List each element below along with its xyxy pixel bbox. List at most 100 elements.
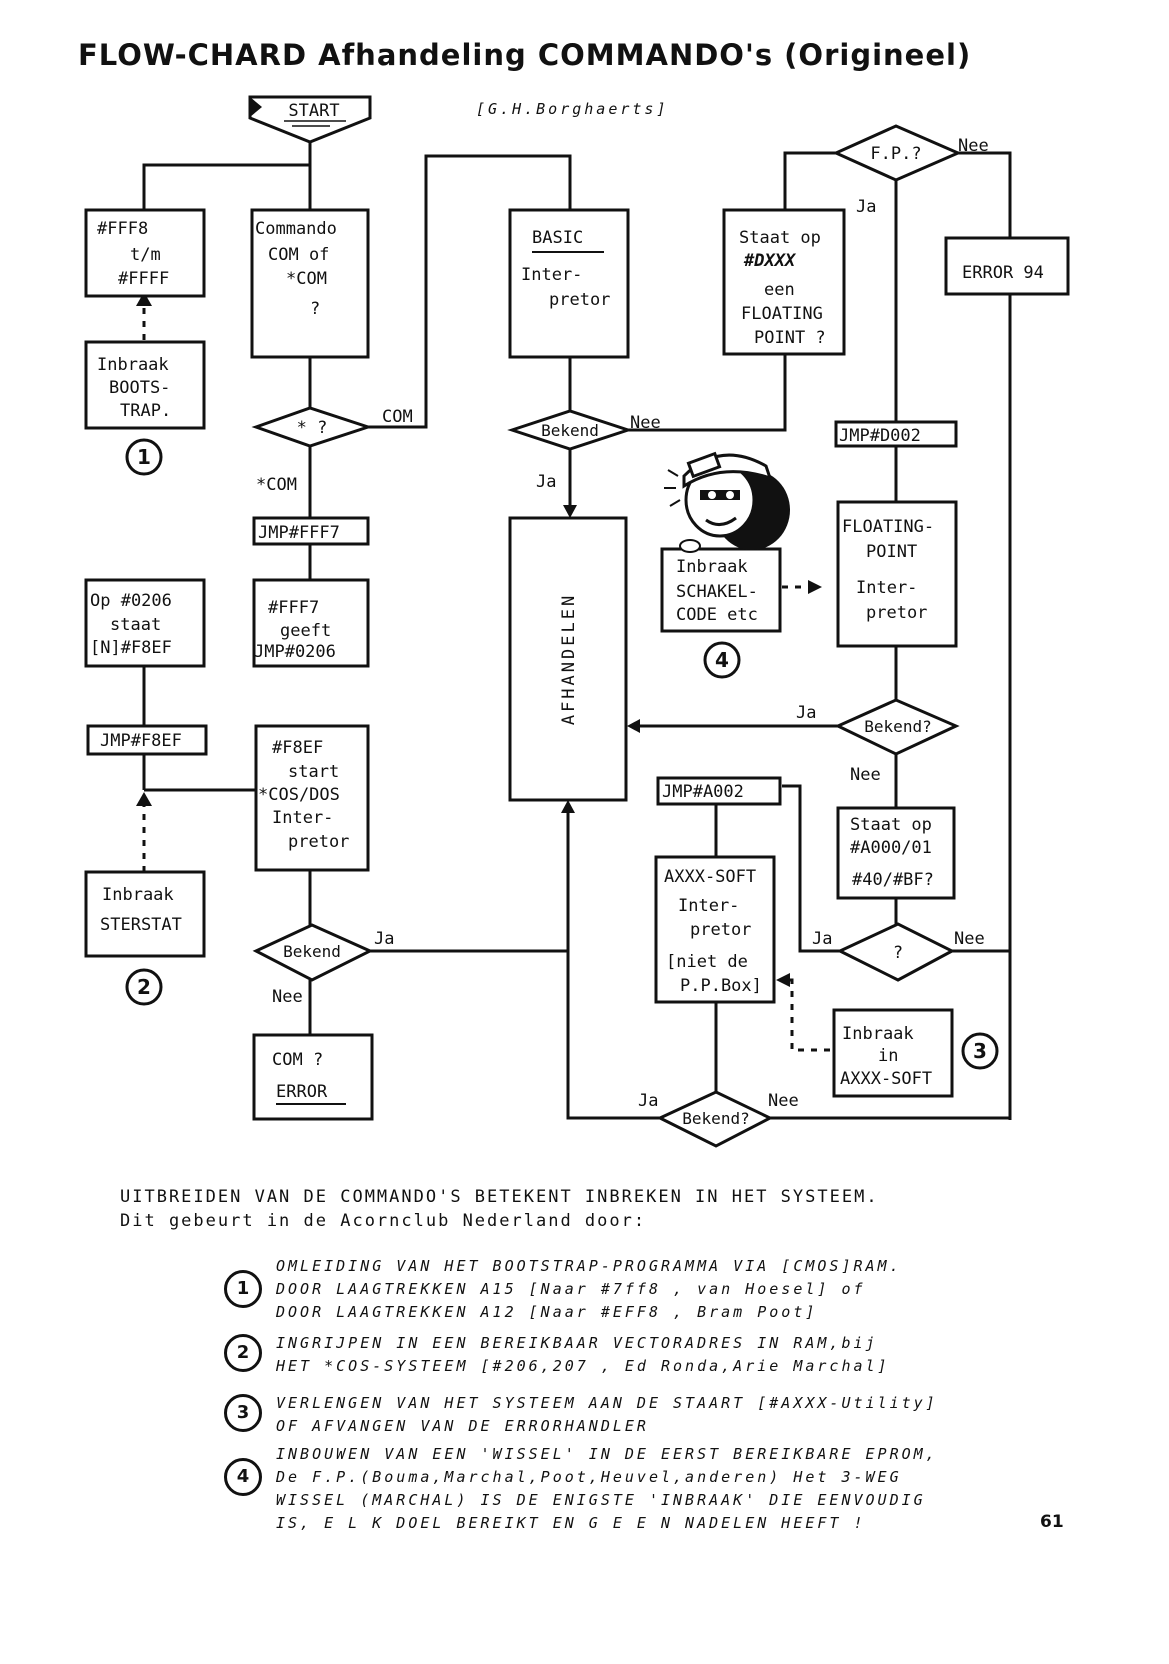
svg-text:Inbraak: Inbraak: [842, 1024, 914, 1044]
box-fff7: #FFF7 geeft JMP#0206: [252, 578, 370, 668]
svg-text:Nee: Nee: [272, 987, 303, 1007]
box-floating-point-interpretor: FLOATING- POINT Inter- pretor: [836, 500, 958, 648]
svg-text:#A000/01: #A000/01: [850, 838, 932, 858]
svg-text:SCHAKEL-: SCHAKEL-: [676, 582, 758, 602]
page-number: 61: [1040, 1512, 1064, 1532]
decision-question: ?: [836, 922, 956, 982]
note-marker-1: 1: [224, 1270, 262, 1308]
svg-text:COM of: COM of: [268, 245, 329, 265]
svg-text:1: 1: [137, 445, 151, 469]
marker-1: 1: [125, 438, 163, 476]
svg-text:POINT ?: POINT ?: [754, 328, 826, 348]
decision-bekend-axxx: Bekend?: [656, 1090, 774, 1148]
note-marker-3: 3: [224, 1394, 262, 1432]
svg-text:*COS/DOS: *COS/DOS: [258, 785, 340, 805]
box-inbraak-schakelcode: Inbraak SCHAKEL- CODE etc: [660, 547, 782, 633]
box-staat-a000: Staat op #A000/01 #40/#BF?: [836, 806, 956, 900]
svg-text:P.P.Box]: P.P.Box]: [680, 976, 762, 996]
box-inbraak-sterstat: Inbraak STERSTAT: [84, 870, 206, 958]
box-fff8: #FFF8 t/m #FFFF: [84, 208, 206, 298]
svg-text:Ja: Ja: [638, 1091, 658, 1111]
svg-text:4: 4: [715, 648, 729, 672]
svg-text:Ja: Ja: [812, 929, 832, 949]
box-op-0206: Op #0206 staat [N]#F8EF: [84, 578, 206, 668]
box-staat-dxxx: Staat op #DXXX een FLOATING POINT ?: [722, 208, 846, 356]
svg-text:BOOTS-: BOOTS-: [109, 378, 170, 398]
note-marker-2: 2: [224, 1334, 262, 1372]
svg-text:2: 2: [137, 975, 151, 999]
svg-text:#FFF7: #FFF7: [268, 598, 319, 618]
svg-text:JMP#F8EF: JMP#F8EF: [100, 731, 182, 751]
svg-text:in: in: [878, 1046, 898, 1066]
svg-text:#DXXX: #DXXX: [743, 251, 797, 271]
note-marker-4: 4: [224, 1458, 262, 1496]
decision-bekend-cos: Bekend: [252, 923, 374, 982]
burglar-illustration: [664, 451, 790, 553]
svg-text:JMP#D002: JMP#D002: [839, 426, 921, 446]
svg-text:Op #0206: Op #0206: [90, 591, 172, 611]
svg-text:?: ?: [893, 943, 903, 963]
svg-text:Inbraak: Inbraak: [676, 557, 748, 577]
svg-text:COM: COM: [382, 407, 413, 427]
marker-3: 3: [961, 1032, 999, 1070]
note-2: INGRIJPEN IN EEN BEREIKBAAR VECTORADRES …: [276, 1334, 890, 1375]
svg-text:Bekend: Bekend: [283, 942, 341, 961]
svg-text:FLOATING-: FLOATING-: [842, 517, 934, 537]
svg-text:STERSTAT: STERSTAT: [100, 915, 182, 935]
decision-bekend-basic: Bekend: [507, 409, 633, 451]
svg-text:Inbraak: Inbraak: [97, 355, 169, 375]
connector-lines: [142, 140, 1012, 1120]
svg-text:Staat op: Staat op: [850, 815, 932, 835]
svg-text:Ja: Ja: [374, 929, 394, 949]
box-jmp-fff7: JMP#FFF7: [252, 516, 370, 546]
svg-text:BASIC: BASIC: [532, 228, 583, 248]
box-jmp-a002: JMP#A002: [656, 776, 782, 806]
svg-text:pretor: pretor: [288, 832, 349, 852]
svg-text:start: start: [288, 762, 339, 782]
box-axxx-soft-interpretor: AXXX-SOFT Inter- pretor [niet de P.P.Box…: [654, 855, 776, 1004]
svg-text:JMP#0206: JMP#0206: [254, 642, 336, 662]
svg-text:een: een: [764, 280, 795, 300]
svg-text:Nee: Nee: [954, 929, 985, 949]
svg-text:Inter-: Inter-: [521, 265, 582, 285]
svg-text:3: 3: [973, 1039, 987, 1063]
svg-text:pretor: pretor: [866, 603, 927, 623]
box-jmp-f8ef: JMP#F8EF: [86, 724, 208, 756]
svg-text:*COM: *COM: [286, 269, 327, 289]
svg-text:*COM: *COM: [256, 475, 297, 495]
decision-star: * ?: [251, 406, 373, 448]
svg-text:COM ?: COM ?: [272, 1050, 323, 1070]
svg-text:Inter-: Inter-: [678, 896, 739, 916]
box-basic-interpretor: BASIC Inter- pretor: [508, 208, 630, 359]
svg-text:Bekend: Bekend: [541, 421, 599, 440]
box-inbraak-axxx-soft: Inbraak in AXXX-SOFT: [832, 1008, 954, 1098]
svg-text:t/m: t/m: [130, 245, 161, 265]
inbraak-arrows: [136, 292, 830, 1052]
note-4: INBOUWEN VAN EEN 'WISSEL' IN DE EERST BE…: [276, 1445, 938, 1532]
svg-text:geeft: geeft: [280, 621, 331, 641]
svg-text:Ja: Ja: [536, 472, 556, 492]
svg-text:Bekend?: Bekend?: [864, 717, 931, 736]
svg-text:ERROR: ERROR: [276, 1082, 328, 1102]
box-com-error: COM ? ERROR: [252, 1033, 374, 1121]
svg-text:POINT: POINT: [866, 542, 917, 562]
svg-text:F.P.?: F.P.?: [870, 144, 921, 164]
note-3: VERLENGEN VAN HET SYSTEEM AAN DE STAART …: [276, 1394, 938, 1435]
marker-4: 4: [703, 641, 741, 679]
svg-text:pretor: pretor: [690, 920, 751, 940]
start-label: START: [288, 101, 339, 121]
note-1: OMLEIDING VAN HET BOOTSTRAP-PROGRAMMA VI…: [276, 1257, 902, 1321]
svg-text:AXXX-SOFT: AXXX-SOFT: [664, 867, 756, 887]
decision-fp: F.P.?: [832, 124, 962, 182]
box-afhandelen: AFHANDELEN: [508, 516, 628, 802]
svg-text:Bekend?: Bekend?: [682, 1109, 749, 1128]
svg-text:Inbraak: Inbraak: [102, 885, 174, 905]
box-jmp-d002: JMP#D002: [834, 420, 958, 448]
svg-text:JMP#FFF7: JMP#FFF7: [258, 523, 340, 543]
svg-text:AFHANDELEN: AFHANDELEN: [559, 593, 579, 725]
svg-text:#F8EF: #F8EF: [272, 738, 323, 758]
svg-text:[niet de: [niet de: [666, 952, 748, 972]
svg-text:#FFF8: #FFF8: [97, 219, 148, 239]
svg-text:Nee: Nee: [850, 765, 881, 785]
